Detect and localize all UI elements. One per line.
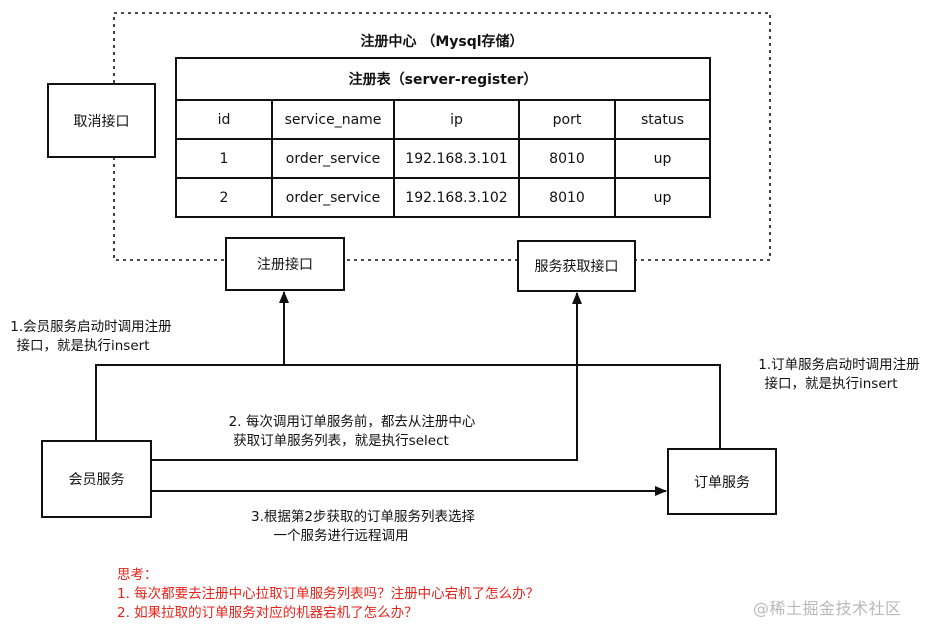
annotation-remote-call: 3.根据第2步获取的订单服务列表选择 一个服务进行远程调用 bbox=[238, 508, 488, 546]
annotation-line: 接口，就是执行insert bbox=[16, 338, 150, 354]
arrow-member-discover bbox=[152, 292, 582, 461]
column-header: service_name bbox=[271, 99, 395, 140]
arrow-order-register bbox=[284, 364, 721, 448]
annotation-line: 1.会员服务启动时调用注册 bbox=[10, 319, 172, 335]
table-cell: 8010 bbox=[518, 177, 616, 218]
column-header: port bbox=[518, 99, 616, 140]
annotation-fetch-list: 2. 每次调用订单服务前，都去从注册中心 获取订单服务列表，就是执行select bbox=[212, 413, 492, 451]
member-service-label: 会员服务 bbox=[68, 472, 125, 488]
discover-interface-node: 服务获取接口 bbox=[517, 240, 636, 292]
table-cell: 192.168.3.102 bbox=[393, 177, 520, 218]
thinking-title: 思考： bbox=[117, 567, 158, 583]
table-cell: 8010 bbox=[518, 138, 616, 179]
register-interface-label: 注册接口 bbox=[257, 257, 313, 273]
annotation-line: 2. 每次调用订单服务前，都去从注册中心 bbox=[228, 414, 476, 430]
order-service-label: 订单服务 bbox=[694, 474, 750, 491]
annotation-line: 3.根据第2步获取的订单服务列表选择 bbox=[251, 509, 475, 525]
order-service-node: 订单服务 bbox=[667, 448, 777, 515]
discover-interface-label: 服务获取接口 bbox=[534, 259, 619, 275]
table-cell: up bbox=[614, 138, 711, 179]
annotation-line: 接口，就是执行insert bbox=[764, 376, 898, 392]
member-service-node: 会员服务 bbox=[41, 440, 152, 518]
table-row: 1 order_service 192.168.3.101 8010 up bbox=[175, 138, 711, 179]
thinking-notes: 思考： 1. 每次都要去注册中心拉取订单服务列表吗？注册中心宕机了怎么办？ 2.… bbox=[117, 566, 539, 623]
cancel-interface-node: 取消接口 bbox=[47, 83, 156, 158]
thinking-item: 2. 如果拉取的订单服务对应的机器宕机了怎么办？ bbox=[117, 605, 418, 621]
column-header: ip bbox=[393, 99, 520, 140]
watermark: @稀土掘金技术社区 bbox=[753, 599, 902, 618]
annotation-line: 获取订单服务列表，就是执行select bbox=[233, 433, 449, 449]
table-cell: order_service bbox=[271, 177, 395, 218]
table-cell: 1 bbox=[175, 138, 273, 179]
table-header-row: id service_name ip port status bbox=[175, 99, 711, 140]
thinking-item: 1. 每次都要去注册中心拉取订单服务列表吗？注册中心宕机了怎么办？ bbox=[117, 586, 540, 602]
registry-table: 注册表（server-register） id service_name ip … bbox=[175, 57, 711, 218]
column-header: status bbox=[614, 99, 711, 140]
arrow-member-register bbox=[95, 291, 289, 440]
annotation-line: 一个服务进行远程调用 bbox=[273, 528, 409, 544]
registry-table-caption: 注册表（server-register） bbox=[175, 57, 711, 101]
annotation-member-register: 1.会员服务启动时调用注册 接口，就是执行insert bbox=[2, 318, 180, 356]
column-header: id bbox=[175, 99, 273, 140]
register-interface-node: 注册接口 bbox=[225, 237, 345, 291]
table-row: 2 order_service 192.168.3.102 8010 up bbox=[175, 177, 711, 218]
annotation-order-register: 1.订单服务启动时调用注册 接口，就是执行insert bbox=[750, 356, 928, 394]
registry-region-title: 注册中心 （Mysql存储） bbox=[360, 34, 524, 50]
cancel-interface-label: 取消接口 bbox=[73, 113, 130, 130]
table-cell: up bbox=[614, 177, 711, 218]
table-cell: order_service bbox=[271, 138, 395, 179]
table-cell: 2 bbox=[175, 177, 273, 218]
table-cell: 192.168.3.101 bbox=[393, 138, 520, 179]
annotation-line: 1.订单服务启动时调用注册 bbox=[758, 357, 920, 373]
